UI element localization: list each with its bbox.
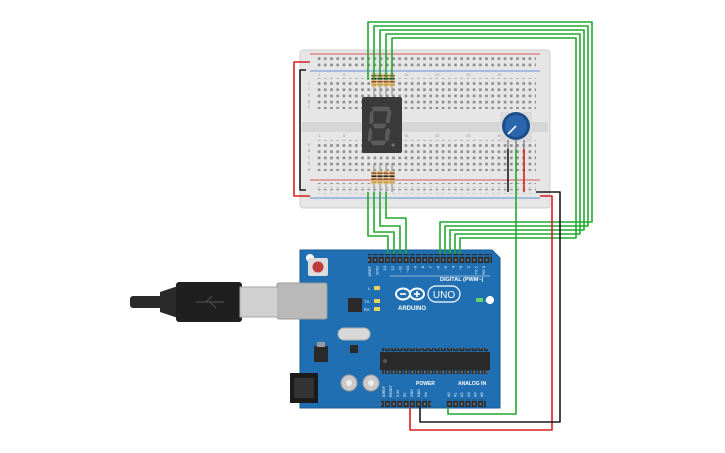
analog-pin-label: A3 <box>467 392 471 397</box>
digital-pin-label: TX 1 <box>473 265 478 274</box>
column-number: 15 <box>404 72 409 77</box>
column-number: 15 <box>404 133 409 138</box>
power-header-label: POWER <box>416 381 435 387</box>
column-number: 25 <box>466 133 471 138</box>
power-pin-header[interactable] <box>381 399 431 407</box>
column-number: 5 <box>343 72 346 77</box>
jumper-wire[interactable] <box>367 192 389 254</box>
power-pin-label: GND <box>410 389 414 397</box>
row-letter: a <box>308 167 311 172</box>
led-tx-label: TX <box>364 299 369 304</box>
jumper-wire[interactable] <box>379 192 401 254</box>
row-letter: f <box>308 105 310 110</box>
analog-header-label: ANALOG IN <box>458 381 486 387</box>
power-pin-label: IOREF <box>382 385 386 397</box>
jumper-wire[interactable] <box>385 33 581 254</box>
arduino-logo-icon <box>395 287 425 301</box>
row-letter: i <box>309 86 310 91</box>
column-number: 30 <box>497 72 502 77</box>
reset-button-cap[interactable] <box>312 261 324 273</box>
digital-header-label: DIGITAL (PWM~) <box>440 277 484 283</box>
jumper-wire[interactable] <box>379 29 585 254</box>
jumper-wire[interactable] <box>367 21 593 254</box>
row-letter: c <box>308 154 311 159</box>
digital-pin-label: RX 0 <box>481 265 486 275</box>
column-number: 20 <box>435 72 440 77</box>
led-on-label: ON <box>485 298 491 303</box>
digital-pin-label: 7 <box>428 265 433 268</box>
digital-pin-label: ~3 <box>458 265 463 270</box>
analog-pin-label: A2 <box>460 392 464 397</box>
digital-pin-label: ~11 <box>397 265 402 272</box>
analog-pin-label: A4 <box>473 392 477 397</box>
column-number: 20 <box>435 133 440 138</box>
row-letter: j <box>308 80 310 85</box>
column-number: 1 <box>318 133 321 138</box>
digital-pin-label: 13 <box>382 265 387 270</box>
atmega-chip <box>380 352 490 370</box>
potentiometer-icon[interactable] <box>500 112 532 149</box>
digital-pin-label: 8 <box>420 265 425 268</box>
jumper-wire[interactable] <box>447 149 517 415</box>
analog-pin-label: A5 <box>480 392 484 397</box>
digital-pin-label: AREF <box>367 265 372 276</box>
jumper-wire[interactable] <box>373 25 589 254</box>
jumper-wire[interactable] <box>409 195 553 431</box>
jumper-wire[interactable] <box>385 192 407 254</box>
row-letter: g <box>308 99 311 104</box>
column-number: 30 <box>497 133 502 138</box>
jumper-wire[interactable] <box>293 61 310 197</box>
power-pin-label: Vin <box>424 392 428 397</box>
digital-pin-label: ~10 <box>405 265 410 273</box>
power-pin-label: 3.3V <box>396 389 400 397</box>
analog-pin-header[interactable] <box>446 399 486 407</box>
row-letter: h <box>308 92 311 97</box>
power-pin-label: GND <box>417 389 421 397</box>
power-pin-label: 5V <box>403 392 407 397</box>
seven-segment-display-icon[interactable] <box>362 97 402 153</box>
resistor-icon <box>371 64 395 192</box>
analog-pin-label: A1 <box>454 392 458 397</box>
usb-port <box>276 282 328 320</box>
row-letter: b <box>308 161 311 166</box>
digital-pin-label: 4 <box>451 265 456 268</box>
digital-pin-label: ~6 <box>435 265 440 270</box>
uno-logo-text: UNO <box>433 290 455 301</box>
usb-cable-icon <box>130 282 279 322</box>
jumper-wire[interactable] <box>391 37 577 254</box>
arduino-brand-text: ARDUINO <box>398 306 426 312</box>
jumper-wire[interactable] <box>299 69 306 191</box>
column-number: 1 <box>318 72 321 77</box>
crystal <box>337 327 371 341</box>
column-number: 5 <box>343 133 346 138</box>
digital-pin-label: 12 <box>390 265 395 270</box>
wires[interactable] <box>293 21 593 431</box>
digital-pin-label: ~9 <box>413 265 418 270</box>
digital-pin-label: GND <box>375 266 380 275</box>
row-letter: e <box>308 142 311 147</box>
row-letter: d <box>308 148 311 153</box>
jumper-wire[interactable] <box>373 192 395 254</box>
usb-chip <box>348 298 362 312</box>
analog-pin-label: A0 <box>447 392 451 397</box>
column-number: 25 <box>466 72 471 77</box>
digital-pin-label: 2 <box>466 265 471 268</box>
led-l-label: L <box>368 286 371 291</box>
voltage-regulator <box>314 346 328 362</box>
digital-pin-header[interactable] <box>368 254 492 263</box>
power-pin-label: RESET <box>389 384 393 397</box>
led-rx-label: RX <box>364 307 370 312</box>
digital-pin-label: ~5 <box>443 265 448 270</box>
jumper-wire[interactable] <box>419 191 561 423</box>
